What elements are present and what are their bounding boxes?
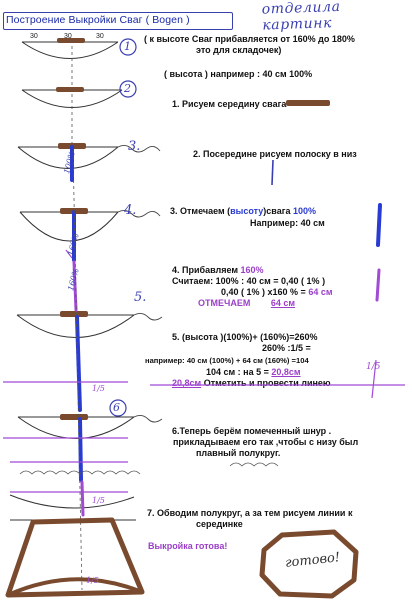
step-4-text: 4. Прибавляем 160% xyxy=(172,265,264,276)
step-3-a: 3. Отмечаем ( xyxy=(170,206,231,216)
step-4-calc-2: 0,40 ( 1% ) x160 % = 64 см xyxy=(221,287,333,298)
step-num-3: 3. xyxy=(128,139,141,154)
step-3-end: )свага xyxy=(263,206,293,216)
top-mark-center: 30 xyxy=(64,33,72,40)
fifth-mark-3: 1/5 xyxy=(86,576,99,585)
step-7-line-1: 7. Обводим полукруг, а за тем рисуем лин… xyxy=(147,508,353,518)
step-5-calc-2-text: 104 см : на 5 = xyxy=(206,367,272,377)
height-example: ( высота ) например : 40 см 100% xyxy=(164,69,313,79)
intro-line-2: это для складочек) xyxy=(196,45,282,55)
step-3-example: Например: 40 см xyxy=(250,218,325,228)
step-5-calc-2-result: 20,8см xyxy=(271,367,301,377)
step-3-text: 3. Отмечаем (высоту)свага 100% xyxy=(170,206,316,217)
step-num-4: 4. xyxy=(124,203,137,218)
step-5-calc-1: 260% :1/5 = xyxy=(262,343,311,353)
step-5-example: например: 40 см (100%) + 64 см (160%) =1… xyxy=(145,356,309,365)
step-5-calc-2: 104 см : на 5 = 20,8см xyxy=(206,367,301,378)
ready-note: Выкройка готова! xyxy=(148,541,228,551)
step-5-value: 20,8см xyxy=(172,378,202,388)
step-num-6: 6 xyxy=(113,401,120,414)
step-4-mark-word: ОТМЕЧАЕМ xyxy=(198,298,251,308)
top-mark-right: 30 xyxy=(96,33,104,40)
step-num-2: 2 xyxy=(124,82,131,95)
side-fifth-mark: 1/5 xyxy=(366,362,381,372)
step-5-instruction-text: Отметить и провести линею xyxy=(201,378,331,388)
fifth-mark-1: 1/5 xyxy=(92,384,105,393)
step-7-line-2: серединке xyxy=(196,519,243,529)
step-4-mark: ОТМЕЧАЕМ 64 см xyxy=(198,298,295,309)
step-4-calc-2-text: 0,40 ( 1% ) x160 % = xyxy=(221,287,309,297)
intro-line-1: ( к высоте Сваг прибавляется от 160% до … xyxy=(144,34,355,44)
title-frame xyxy=(3,12,233,30)
step-6-line-1: 6.Теперь берём помеченный шнур . xyxy=(172,426,332,436)
step-4-mark-value: 64 см xyxy=(270,298,296,308)
step-2-text: 2. Посередине рисуем полоску в низ xyxy=(193,149,357,159)
step-3-percent: 100% xyxy=(292,206,316,216)
step-6-line-3: плавный полукруг. xyxy=(196,448,281,458)
step-1-text: 1. Рисуем середину свага xyxy=(172,99,287,109)
step-4-a: 4. Прибавляем xyxy=(172,265,241,275)
step-3-height-word: высоту xyxy=(230,206,264,216)
step-6-line-2: прикладываем его так ,чтобы с низу был xyxy=(173,437,359,447)
top-mark-left: 30 xyxy=(30,33,38,40)
fifth-mark-2: 1/5 xyxy=(92,496,105,505)
step-4-calc-1: Считаем: 100% : 40 см = 0,40 ( 1% ) xyxy=(172,276,326,286)
step-5-text: 5. (высота )(100%)+ (160%)=260% xyxy=(172,332,318,342)
step-4-percent: 160% xyxy=(240,265,264,275)
step-5-instruction: 20,8см Отметить и провести линею xyxy=(172,378,331,389)
step-num-1: 1 xyxy=(124,40,131,53)
step-num-5: 5. xyxy=(134,290,147,305)
step-4-calc-2-result: 64 см xyxy=(308,287,333,297)
page-title: Построение Выкройки Сваг ( Bogen ) xyxy=(6,14,190,26)
